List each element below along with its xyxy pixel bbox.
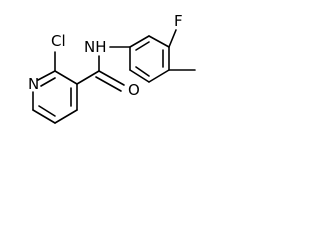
bond-c3-carbonyl (76, 70, 100, 85)
double-bond-inner-c5-c6 (38, 105, 56, 117)
atom-label-amide-nitrogen: NH (84, 38, 107, 56)
bond-carbonyl-o (98, 70, 125, 86)
atom-label-oxygen: O (128, 81, 140, 99)
structure-diagram: Cl N NH O F (28, 12, 196, 124)
atom-label-chlorine: Cl (51, 32, 66, 50)
bond-ph2-ph3 (148, 35, 170, 48)
bond-ph3-f (168, 29, 177, 48)
bond-c4-c5 (54, 109, 78, 124)
bond-ph5-ph6 (129, 69, 150, 83)
bond-layer (32, 29, 196, 124)
bond-ph4-ph5 (148, 69, 170, 83)
double-bond-carbonyl-o (95, 76, 122, 92)
bond-ph1-ph2 (129, 35, 150, 48)
bond-n1-c2 (37, 70, 56, 81)
double-bond-inner-c2-n1 (40, 77, 56, 87)
atom-label-fluorine: F (174, 12, 183, 30)
double-bond-inner-ph5-ph6 (135, 66, 150, 77)
double-bond-inner-ph1-ph2 (135, 41, 150, 51)
atom-label-pyridine-nitrogen: N (28, 75, 40, 93)
bond-c5-c6 (32, 109, 56, 124)
bond-c2-c3 (54, 70, 78, 85)
